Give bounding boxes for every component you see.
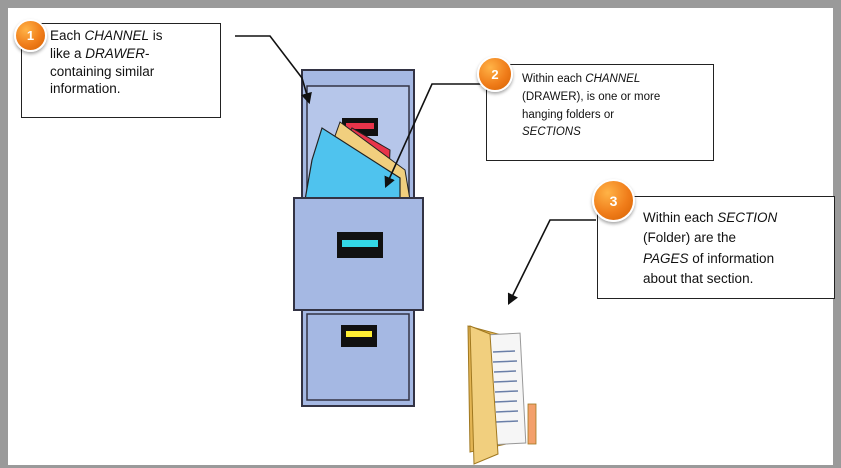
callout-sections: Within each CHANNEL (DRAWER), is one or …	[486, 64, 714, 161]
arrow-3	[507, 219, 596, 306]
callout-pages: Within each SECTION (Folder) are the PAG…	[597, 196, 835, 299]
step-3-badge: 3	[592, 179, 635, 222]
callout-2-text: Within each CHANNEL (DRAWER), is one or …	[522, 73, 661, 139]
callout-channel: Each CHANNEL is like a DRAWER- containin…	[21, 23, 221, 118]
filing-cabinet	[293, 69, 424, 407]
arrow-1	[235, 35, 312, 105]
folder-with-pages-icon	[467, 325, 537, 465]
callout-1-text: Each CHANNEL is like a DRAWER- containin…	[50, 28, 163, 97]
step-1-badge: 1	[14, 19, 47, 52]
arrow-2	[384, 83, 486, 189]
callout-3-text: Within each SECTION (Folder) are the PAG…	[643, 210, 778, 286]
step-2-badge: 2	[477, 56, 513, 92]
